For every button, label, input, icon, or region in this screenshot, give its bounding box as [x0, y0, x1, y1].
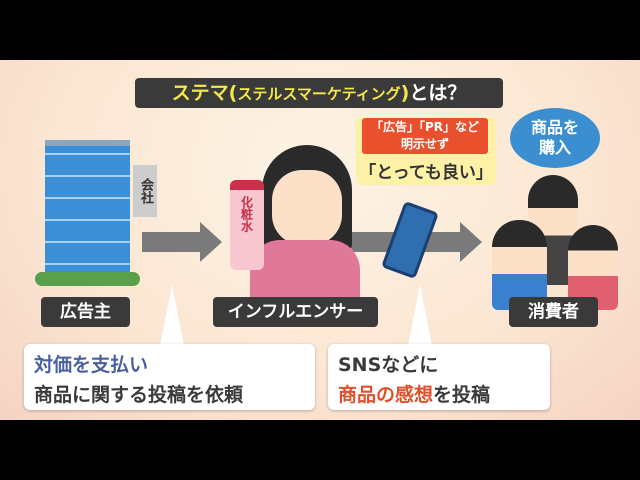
quote-text: 「とっても良い」	[359, 163, 493, 183]
no-label-note: 「広告」「PR」など明示せず	[362, 118, 488, 154]
title-sub: ステルスマーケティング	[237, 85, 401, 103]
company-sign: 会社	[133, 165, 157, 217]
arrow-2-head	[460, 222, 482, 262]
title-paren: )	[400, 82, 410, 104]
consumer-2	[492, 220, 547, 310]
arrow-1-head	[200, 222, 222, 262]
left-callout-line1: 対価を支払い	[34, 354, 149, 376]
left-callout-tail	[160, 285, 184, 345]
influencer-face	[272, 170, 342, 245]
lotion-bottle: 化粧水	[230, 180, 264, 270]
title-main: ステマ(	[171, 82, 238, 104]
right-callout-line2: を投稿	[433, 384, 491, 406]
bushes	[35, 272, 140, 286]
arrow-1	[142, 232, 202, 252]
left-callout: 対価を支払い 商品に関する投稿を依頼	[24, 344, 315, 410]
right-callout-line1: SNSなどに	[338, 354, 439, 376]
label-advertiser: 広告主	[41, 297, 130, 327]
infographic: ステマ(ステルスマーケティング)とは？ 会社 化粧水 「広告」「PR」など明示せ…	[0, 60, 640, 420]
right-callout-tail	[408, 285, 432, 345]
label-consumer: 消費者	[509, 297, 598, 327]
title-tail: とは？	[409, 82, 467, 104]
title-banner: ステマ(ステルスマーケティング)とは？	[135, 78, 503, 108]
left-callout-line2: 商品に関する投稿を依頼	[34, 384, 244, 406]
right-callout: SNSなどに 商品の感想を投稿	[328, 344, 550, 410]
purchase-bubble: 商品を購入	[510, 108, 600, 168]
right-callout-highlight: 商品の感想	[338, 384, 434, 406]
bottle-label: 化粧水	[239, 196, 254, 232]
label-influencer: インフルエンサー	[213, 297, 378, 327]
building-icon	[45, 140, 130, 285]
consumer-3	[568, 225, 618, 310]
influencer-body	[250, 240, 360, 300]
